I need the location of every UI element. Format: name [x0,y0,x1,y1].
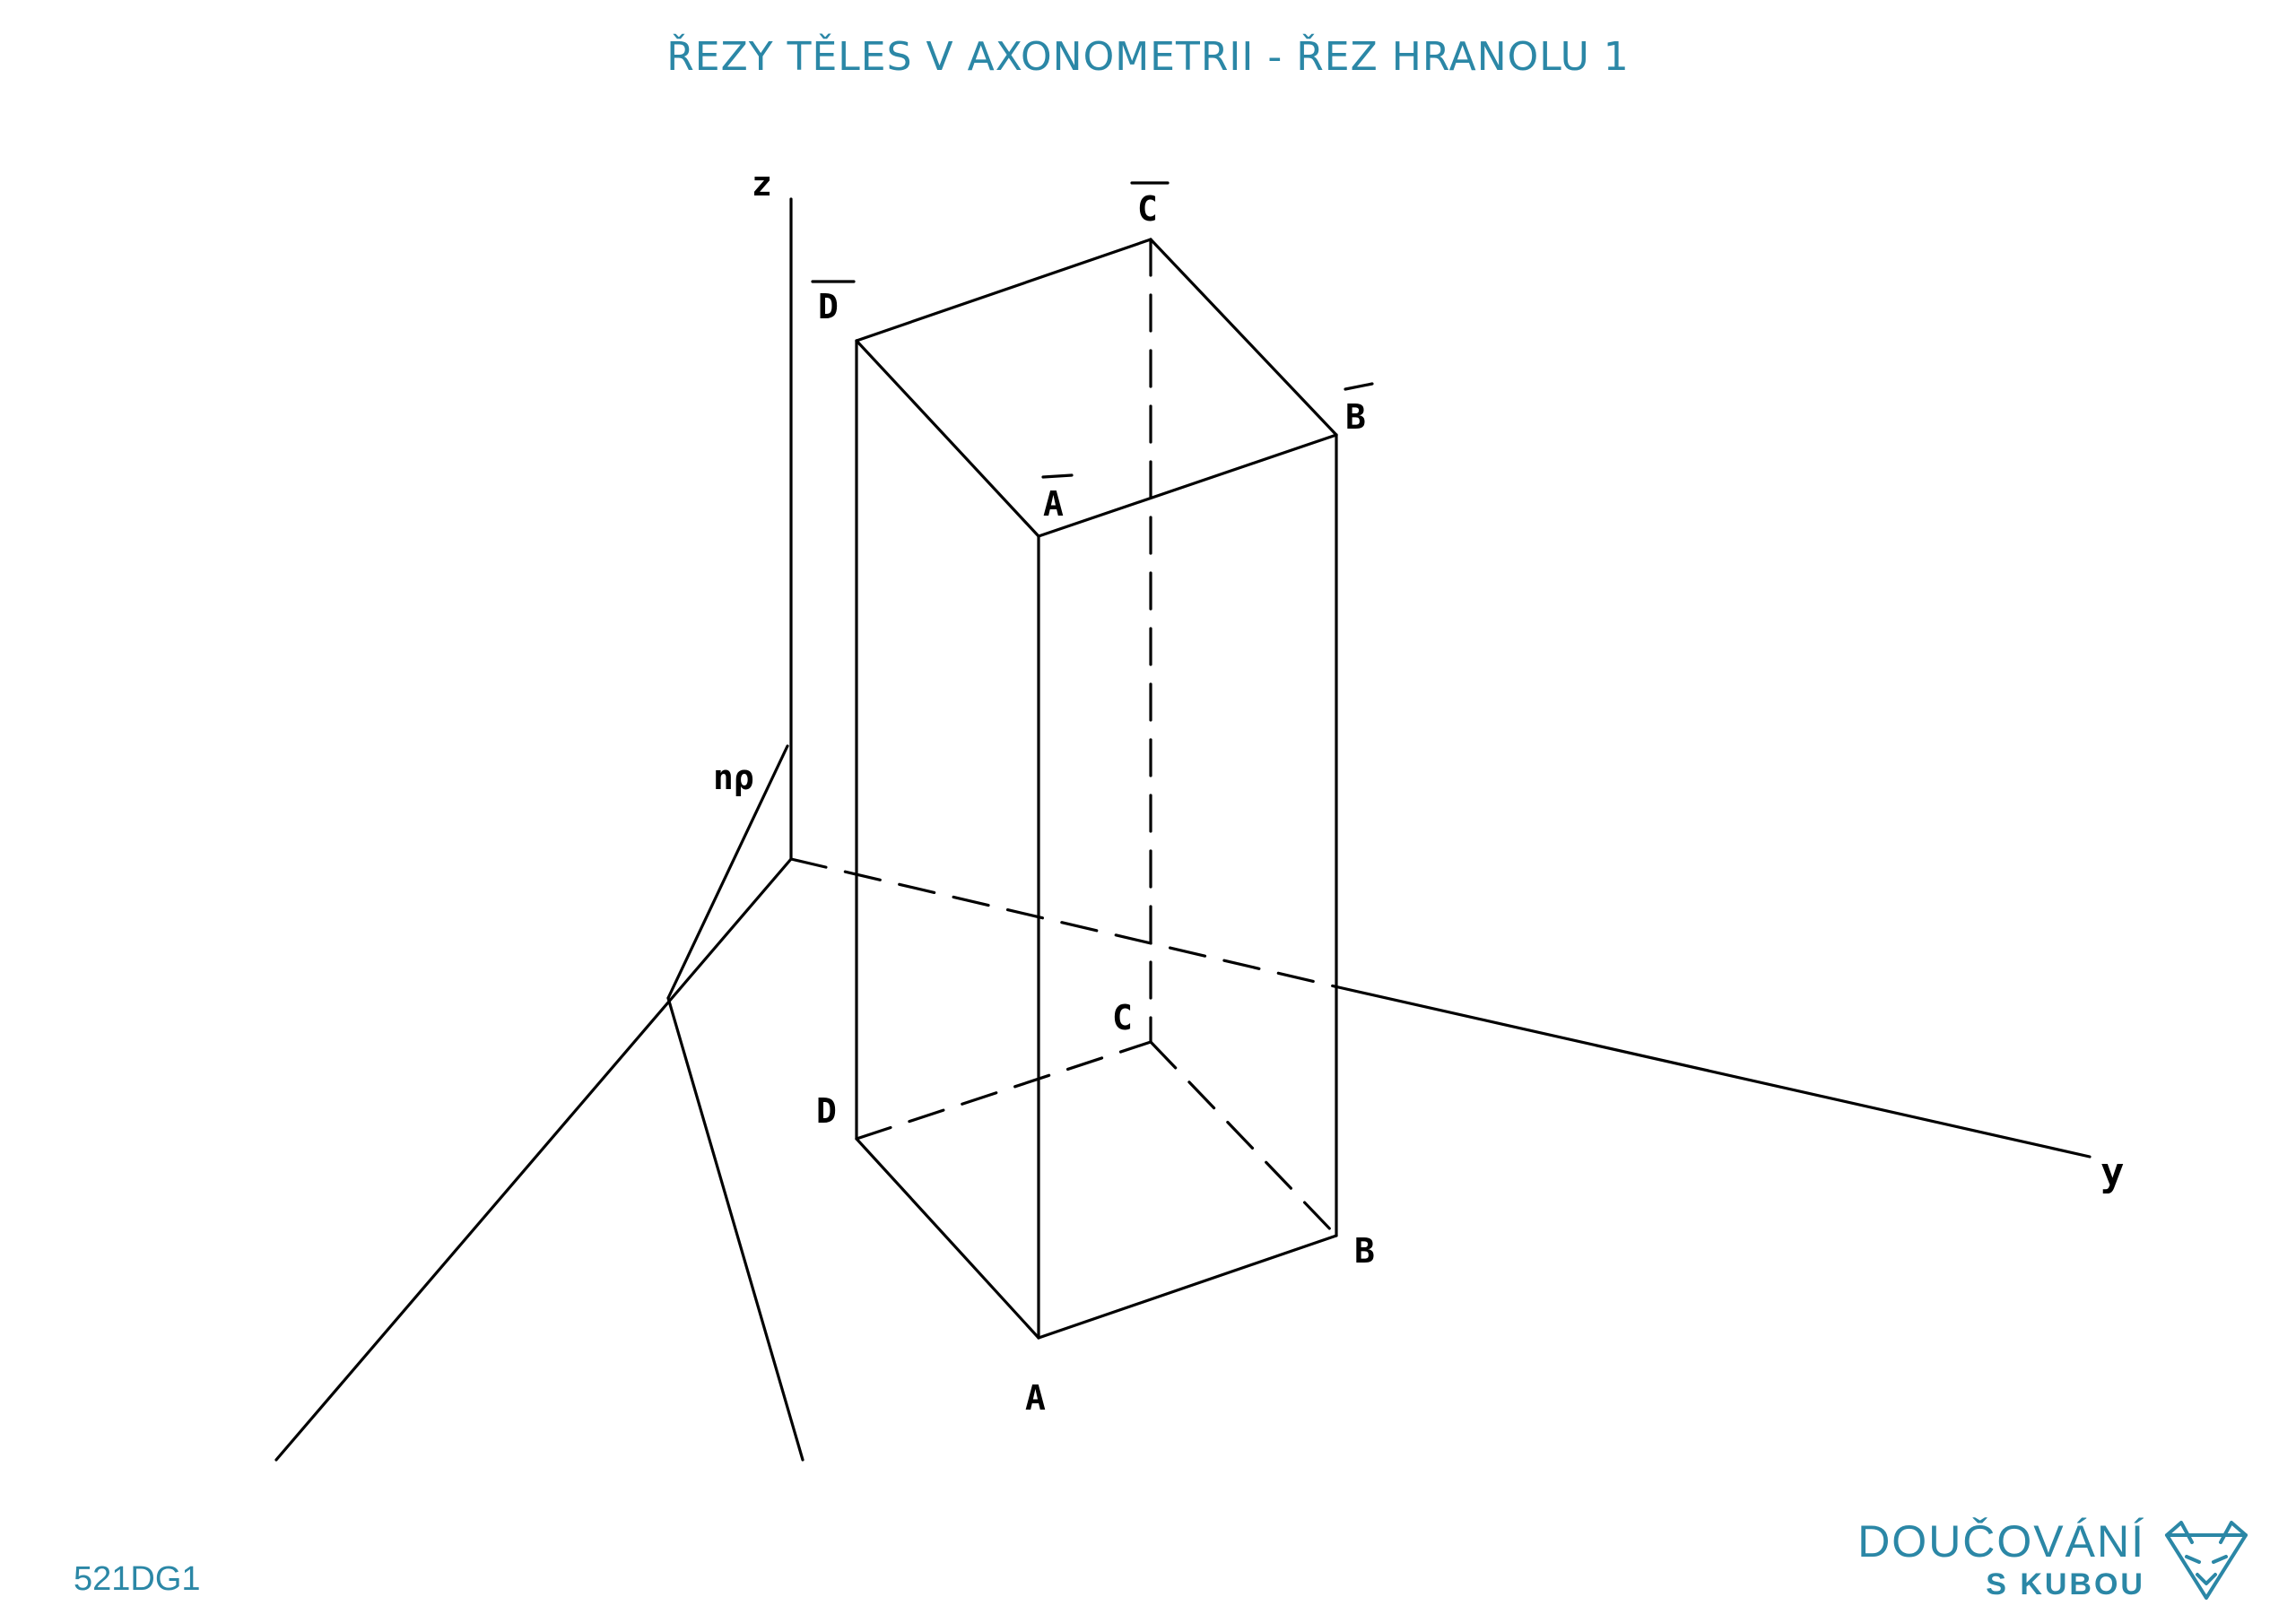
axis-y-hidden [789,857,1336,988]
label-axis-y: y [2100,1150,2125,1195]
label-vertex-B-top: B [1345,397,1366,437]
axis-x [274,857,793,1462]
label-axis-z: z [752,164,772,204]
edge-D-C-hidden [855,1040,1152,1141]
edge-Ctop-Btop [1149,238,1338,437]
label-vertex-D: D [816,1091,837,1131]
logo-text-line1: DOUČOVÁNÍ [1857,1516,2145,1567]
edge-Dtop-Ctop [855,238,1152,343]
worksheet-code: 521DG1 [74,1560,201,1598]
bar-B-top [1344,382,1374,391]
bar-A-top [1041,473,1074,479]
label-vertex-A: A [1025,1378,1046,1418]
page-title: ŘEZY TĚLES V AXONOMETRII - ŘEZ HRANOLU 1 [666,34,1630,80]
trace-np-lower [666,996,804,1462]
label-vertex-C-top: C [1137,189,1158,229]
edge-Atop-Dtop [855,339,1040,538]
label-vertex-C: C [1112,998,1133,1037]
edge-A-B [1037,1234,1338,1340]
trace-np-upper [666,744,789,1000]
label-np: nρ [713,758,754,797]
brand-logo: DOUČOVÁNÍ S KUBOU [1830,1515,2251,1605]
axis-y-solid [1333,985,2092,1159]
label-vertex-D-top: D [818,287,839,326]
label-vertex-A-top: A [1043,484,1064,524]
edge-D-A [855,1137,1040,1340]
label-vertex-B: B [1354,1231,1375,1271]
logo-text-line2: S KUBOU [1986,1567,2145,1601]
edge-Btop-Atop [1037,433,1338,538]
edge-C-B-hidden [1149,1040,1338,1237]
fox-icon [2165,1521,2248,1600]
